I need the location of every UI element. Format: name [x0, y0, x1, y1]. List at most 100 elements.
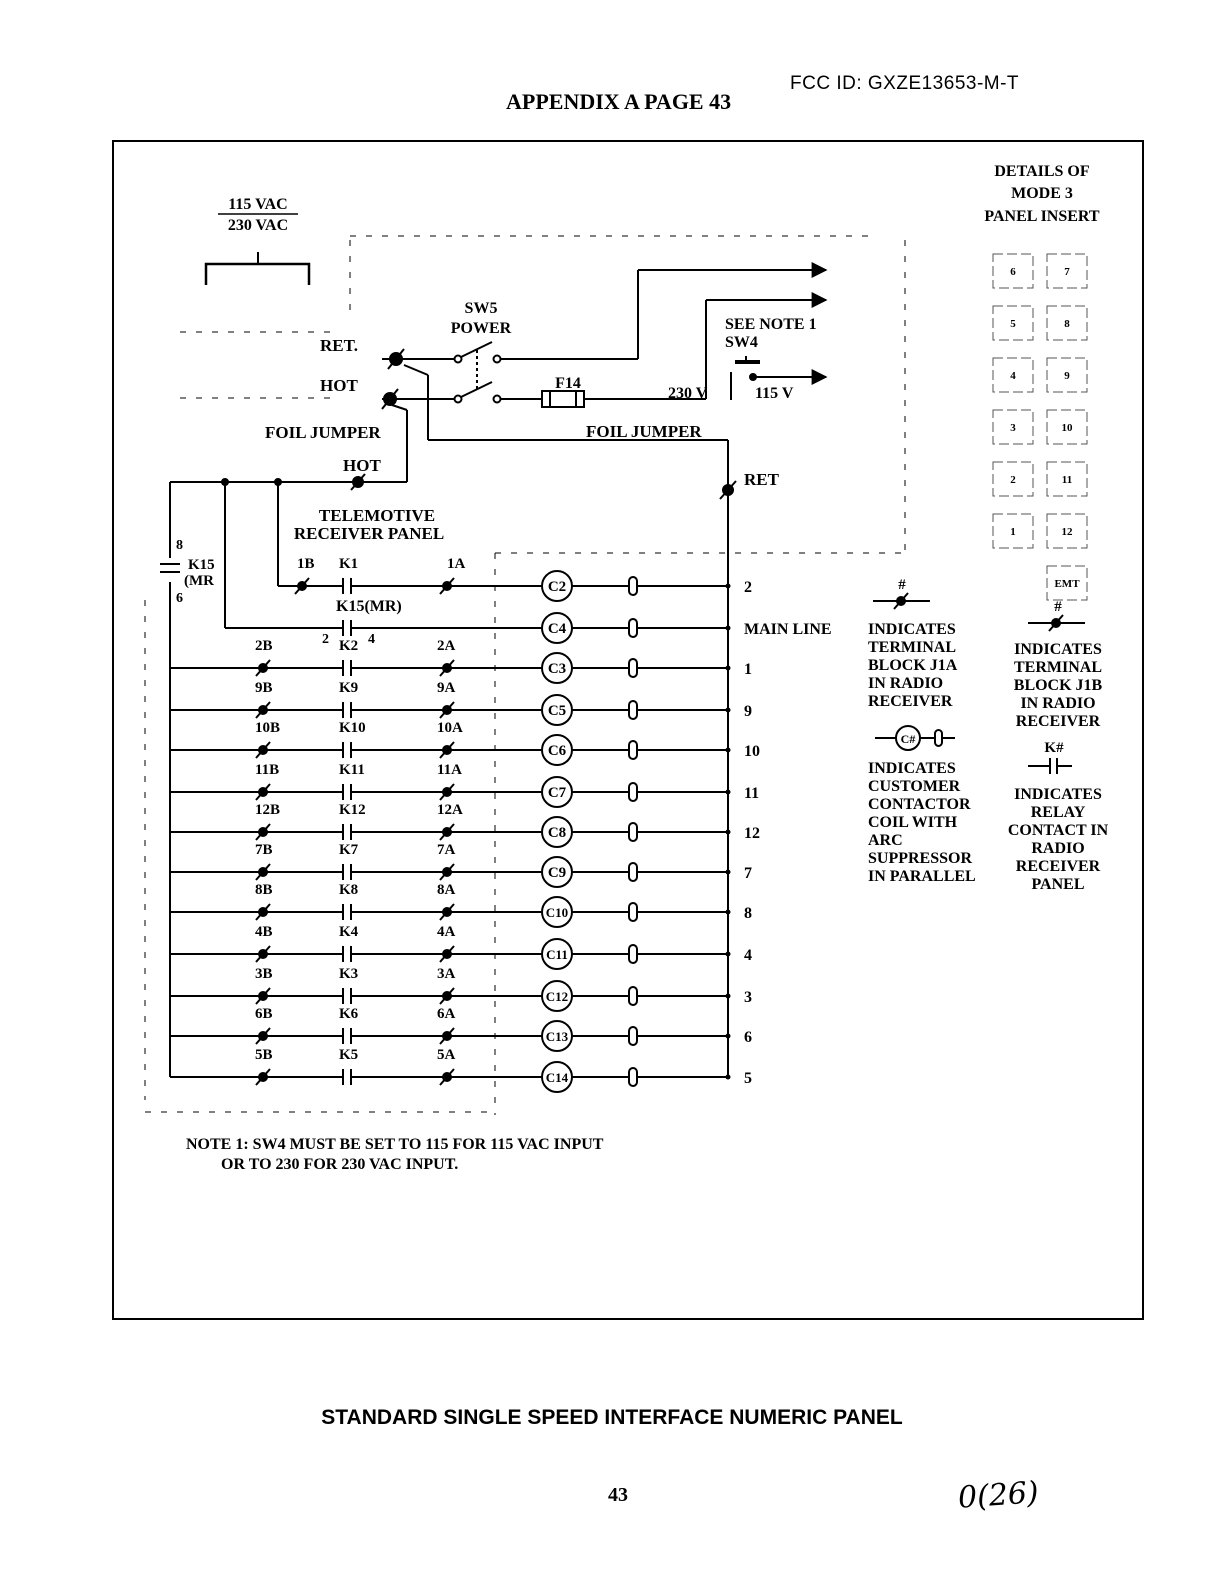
label-11b: 11B — [255, 762, 279, 778]
legend-line: IN RADIO — [868, 675, 943, 692]
fuse-label: F14 — [555, 375, 581, 392]
arc-suppressor — [628, 576, 638, 596]
k15-pin-8: 8 — [176, 538, 183, 553]
insert-key-9 — [1046, 357, 1088, 393]
legend-line: IN RADIO — [1020, 695, 1095, 712]
line-number-label: 4 — [744, 947, 752, 964]
arc-suppressor — [628, 740, 638, 760]
k15-mr-contact-label: K15(MR) — [336, 598, 402, 615]
arc-suppressor — [628, 782, 638, 802]
label-7b: 7B — [255, 842, 273, 858]
sw4-switch — [730, 356, 828, 400]
legend-line: CONTACT IN — [1008, 822, 1109, 839]
line-number-label: 5 — [744, 1070, 752, 1087]
label-4a: 4A — [437, 924, 456, 940]
coil-c7 — [541, 776, 573, 808]
ret-input-label: RET. — [320, 336, 358, 355]
line-number-label: 12 — [744, 825, 760, 842]
coil-label: C4 — [548, 621, 567, 637]
legend-j1a-symbol: # — [898, 577, 906, 593]
insert-key-label: 5 — [1010, 318, 1016, 330]
insert-key-2 — [992, 461, 1034, 497]
panel-title-line1: TELEMOTIVE — [319, 506, 435, 525]
hot-input-label: HOT — [320, 376, 358, 395]
legend-line: CUSTOMER — [868, 778, 961, 795]
line-number-label: 10 — [744, 743, 760, 760]
label-3b: 3B — [255, 966, 273, 982]
legend-line: RECEIVER — [868, 693, 953, 710]
label-k3: K3 — [339, 966, 358, 982]
details-title-line1: DETAILS OF — [994, 163, 1090, 180]
line-number-label: MAIN LINE — [744, 621, 832, 638]
insert-key-1 — [992, 513, 1034, 549]
line-number-label: 6 — [744, 1029, 752, 1046]
row-c4: C4 MAIN LINE — [342, 612, 832, 644]
coil-label: C10 — [546, 905, 568, 920]
label-11a: 11A — [437, 762, 462, 778]
label-4b: 4B — [255, 924, 273, 940]
coil-label: C13 — [546, 1029, 569, 1044]
label-6b: 6B — [255, 1006, 273, 1022]
hot-bus — [160, 478, 345, 1077]
label-1a: 1A — [447, 556, 466, 572]
insert-key-8 — [1046, 305, 1088, 341]
details-title-line3: PANEL INSERT — [984, 208, 1100, 225]
230v-label: 230 V — [668, 385, 708, 402]
insert-key-12 — [1046, 513, 1088, 549]
label-8a: 8A — [437, 882, 456, 898]
legend-relay-symbol: K# — [1044, 740, 1064, 756]
legend-line: RELAY — [1031, 804, 1086, 821]
handwritten-annotation: 0(26) — [956, 1475, 1040, 1516]
insert-key-5 — [992, 305, 1034, 341]
insert-key-label: 2 — [1010, 474, 1016, 486]
insert-key-label: 9 — [1064, 370, 1070, 382]
coil-c5 — [541, 694, 573, 726]
line-number-label: 11 — [744, 785, 759, 802]
coil-c8 — [541, 816, 573, 848]
line-number-label: 2 — [744, 579, 752, 596]
label-k2: K2 — [339, 638, 358, 654]
voltage-115-label: 115 VAC — [228, 196, 287, 213]
panel-title-line2: RECEIVER PANEL — [294, 524, 444, 543]
panel-outline-dashed — [144, 235, 906, 1115]
legend-line: IN PARALLEL — [868, 868, 976, 885]
label-6a: 6A — [437, 1006, 456, 1022]
115v-label: 115 V — [755, 385, 794, 402]
coil-label: C9 — [548, 865, 566, 881]
arc-suppressor — [628, 1026, 638, 1046]
label-7a: 7A — [437, 842, 456, 858]
label-k12: K12 — [339, 802, 366, 818]
k15-pin-6: 6 — [176, 591, 183, 606]
label-k1: K1 — [339, 556, 358, 572]
coil-c6 — [541, 734, 573, 766]
label-k5: K5 — [339, 1047, 358, 1063]
label-k8: K8 — [339, 882, 358, 898]
label-9a: 9A — [437, 680, 456, 696]
line-number-label: 7 — [744, 865, 752, 882]
note-line1: NOTE 1: SW4 MUST BE SET TO 115 FOR 115 V… — [186, 1136, 604, 1153]
insert-key-label: EMT — [1054, 578, 1080, 590]
legend-line: INDICATES — [868, 760, 956, 777]
appendix-title: APPENDIX A PAGE 43 — [506, 89, 732, 114]
coil-label: C2 — [548, 579, 566, 595]
coil-c11 — [541, 938, 573, 970]
fcc-id: FCC ID: GXZE13653-M-T — [790, 73, 1020, 94]
legend-line: INDICATES — [1014, 786, 1102, 803]
label-k4: K4 — [339, 924, 359, 940]
legend-line: RECEIVER — [1016, 858, 1101, 875]
label-10b: 10B — [255, 720, 280, 736]
arc-suppressor — [628, 822, 638, 842]
line-number-label: 9 — [744, 703, 752, 720]
arc-suppressor — [628, 944, 638, 964]
insert-key-6 — [992, 253, 1034, 289]
legend-coil-symbol: C# — [901, 732, 916, 746]
coil-c4 — [541, 612, 573, 644]
panel-terminals — [170, 473, 737, 1077]
